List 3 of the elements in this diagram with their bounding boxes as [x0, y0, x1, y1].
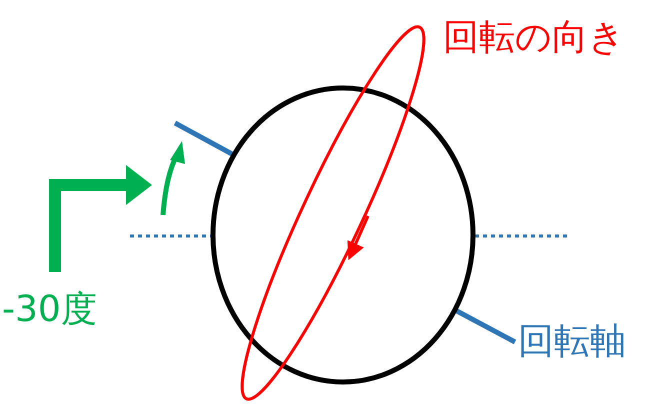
rotation-direction-label: 回転の向き [443, 18, 625, 58]
angle-label: -30度 [2, 290, 97, 330]
axis-label: 回転軸 [518, 322, 626, 362]
